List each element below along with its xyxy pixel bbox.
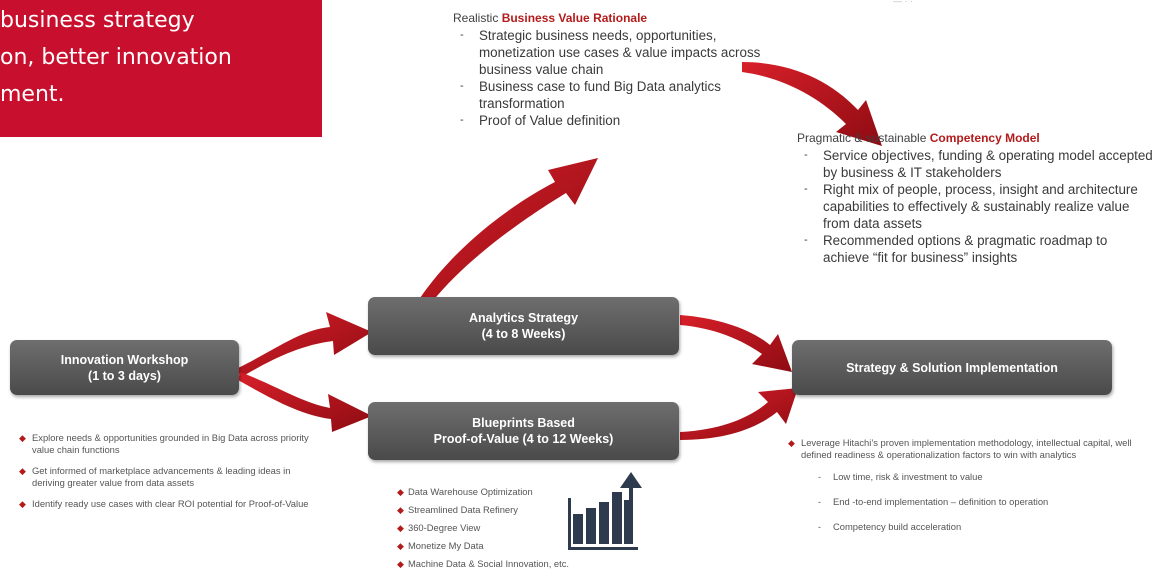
analytics-strategy-box: Analytics Strategy (4 to 8 Weeks) bbox=[368, 297, 679, 355]
arrow-strategy-to-implementation bbox=[680, 315, 792, 372]
innovation-workshop-box: Innovation Workshop (1 to 3 days) bbox=[10, 340, 239, 395]
implementation-sub: -End -to-end implementation – definition… bbox=[818, 496, 1049, 507]
red-diamond-icon: ◆ bbox=[397, 541, 404, 551]
implementation-sub: -Low time, risk & investment to value bbox=[818, 471, 983, 482]
value-rationale-panel: Realistic Business Value Rationale Strat… bbox=[453, 10, 773, 129]
value-rationale-heading: Realistic Business Value Rationale bbox=[453, 11, 648, 25]
arrow-rationale-to-competency bbox=[742, 62, 882, 146]
arrow-workshop-to-strategy bbox=[238, 312, 372, 378]
red-diamond-icon: ◆ bbox=[19, 466, 26, 476]
pov-point: ◆Data Warehouse Optimization bbox=[397, 486, 533, 497]
arrow-strategy-to-rationale bbox=[420, 158, 598, 302]
workshop-point: ◆Get informed of marketplace advancement… bbox=[19, 465, 291, 488]
competency-heading: Pragmatic & sustainable Competency Model bbox=[797, 131, 1040, 145]
competency-item: Service objectives, funding & operating … bbox=[797, 147, 1153, 181]
proof-of-value-points: ◆Data Warehouse Optimization ◆Streamline… bbox=[397, 486, 569, 576]
implementation-lead: ◆Leverage Hitachi’s proven implementatio… bbox=[787, 437, 1137, 533]
red-diamond-icon: ◆ bbox=[19, 499, 26, 509]
pov-point: ◆Machine Data & Social Innovation, etc. bbox=[397, 558, 570, 569]
red-diamond-icon: ◆ bbox=[397, 559, 404, 569]
implementation-box: Strategy & Solution Implementation bbox=[792, 340, 1112, 395]
rationale-item: Business case to fund Big Data analytics… bbox=[453, 78, 773, 112]
banner: business strategy on, better innovation … bbox=[0, 0, 322, 137]
pov-point: ◆360-Degree View bbox=[397, 522, 481, 533]
pov-point: ◆Monetize My Data bbox=[397, 540, 484, 551]
competency-model-panel: Pragmatic & sustainable Competency Model… bbox=[797, 130, 1153, 266]
competency-item: Recommended options & pragmatic roadmap … bbox=[797, 232, 1153, 266]
red-diamond-icon: ◆ bbox=[19, 433, 26, 443]
red-diamond-icon: ◆ bbox=[788, 438, 795, 448]
red-diamond-icon: ◆ bbox=[397, 523, 404, 533]
rationale-item: Proof of Value definition bbox=[453, 112, 773, 129]
pov-point: ◆Streamlined Data Refinery bbox=[397, 504, 518, 515]
implementation-sub: -Competency build acceleration bbox=[818, 521, 962, 532]
workshop-point: ◆Explore needs & opportunities grounded … bbox=[19, 432, 309, 455]
banner-line-1: business strategy bbox=[0, 8, 195, 33]
implementation-points: ◆Leverage Hitachi’s proven implementatio… bbox=[787, 437, 1137, 546]
workshop-points: ◆Explore needs & opportunities grounded … bbox=[18, 432, 318, 519]
banner-line-3: ment. bbox=[0, 82, 65, 107]
arrow-blueprints-to-implementation bbox=[680, 388, 798, 440]
workshop-point: ◆Identify ready use cases with clear ROI… bbox=[19, 498, 309, 509]
red-diamond-icon: ◆ bbox=[397, 487, 404, 497]
bar-chart-arrow-icon bbox=[568, 472, 642, 550]
rationale-item: Strategic business needs, opportunities,… bbox=[453, 27, 773, 78]
competency-item: Right mix of people, process, insight an… bbox=[797, 181, 1153, 232]
banner-line-2: on, better innovation bbox=[0, 45, 232, 70]
top-note: — · · bbox=[893, 0, 913, 6]
red-diamond-icon: ◆ bbox=[397, 505, 404, 515]
blueprints-proof-of-value-box: Blueprints Based Proof-of-Value (4 to 12… bbox=[368, 402, 679, 460]
arrow-workshop-to-blueprints bbox=[238, 372, 372, 432]
